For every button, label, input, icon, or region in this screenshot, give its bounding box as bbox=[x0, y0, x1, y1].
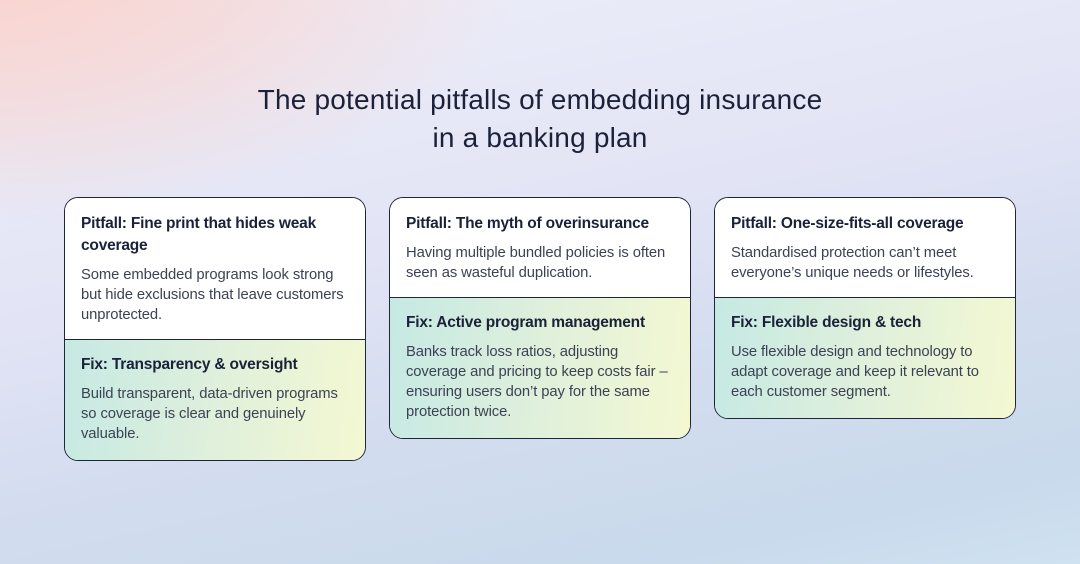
fix-heading: Fix: Flexible design & tech bbox=[731, 314, 922, 331]
fix-body: Build transparent, data-driven programs … bbox=[81, 386, 338, 442]
page-title-line-1: The potential pitfalls of embedding insu… bbox=[257, 84, 823, 115]
fix-section: Fix: Transparency & oversight Build tran… bbox=[65, 339, 365, 460]
card-overinsurance: Pitfall: The myth of overinsurance Havin… bbox=[389, 197, 691, 439]
fix-heading: Fix: Transparency & oversight bbox=[81, 356, 298, 373]
pitfall-body: Having multiple bundled policies is ofte… bbox=[406, 245, 666, 281]
pitfall-heading: Pitfall: Fine print that hides weak cove… bbox=[81, 215, 317, 254]
fix-body: Use flexible design and technology to ad… bbox=[731, 344, 979, 400]
cards-container: Pitfall: Fine print that hides weak cove… bbox=[64, 197, 1016, 461]
fix-section: Fix: Active program management Banks tra… bbox=[390, 297, 690, 438]
fix-heading: Fix: Active program management bbox=[406, 314, 645, 331]
pitfall-body: Some embedded programs look strong but h… bbox=[81, 267, 344, 323]
fix-section: Fix: Flexible design & tech Use flexible… bbox=[715, 297, 1015, 418]
fix-body: Banks track loss ratios, adjusting cover… bbox=[406, 344, 668, 420]
card-one-size-fits-all: Pitfall: One-size-fits-all coverage Stan… bbox=[714, 197, 1016, 419]
pitfall-section: Pitfall: Fine print that hides weak cove… bbox=[65, 198, 365, 339]
pitfall-body: Standardised protection can’t meet every… bbox=[731, 245, 974, 281]
pitfall-heading: Pitfall: One-size-fits-all coverage bbox=[731, 215, 964, 232]
card-fine-print: Pitfall: Fine print that hides weak cove… bbox=[64, 197, 366, 461]
pitfall-section: Pitfall: The myth of overinsurance Havin… bbox=[390, 198, 690, 297]
pitfall-section: Pitfall: One-size-fits-all coverage Stan… bbox=[715, 198, 1015, 297]
page-title-line-2: in a banking plan bbox=[432, 122, 648, 153]
page-title: The potential pitfalls of embedding insu… bbox=[0, 0, 1080, 157]
pitfall-heading: Pitfall: The myth of overinsurance bbox=[406, 215, 649, 232]
